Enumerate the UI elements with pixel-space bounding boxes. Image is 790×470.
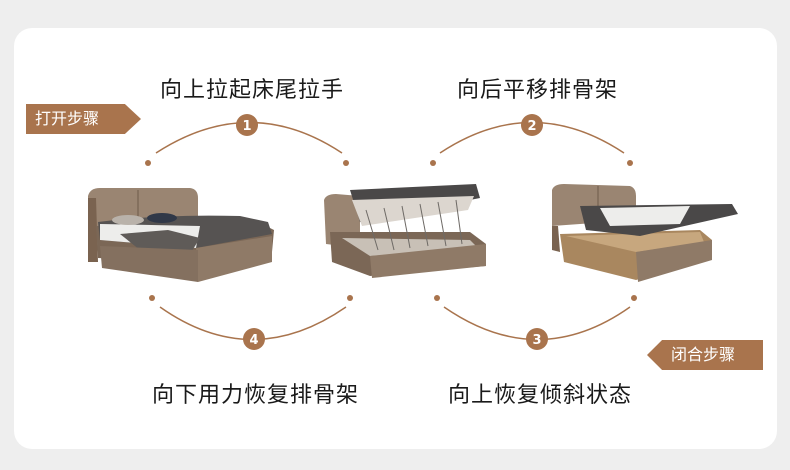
bed-slid-image (552, 184, 738, 282)
arc-dot (627, 160, 633, 166)
step-3-badge: 3 (526, 328, 548, 350)
step-4-title: 向下用力恢复排骨架 (152, 383, 360, 408)
arc-dot (434, 295, 440, 301)
step-2-title: 向后平移排骨架 (457, 78, 619, 103)
bed-closed-image (88, 188, 274, 282)
step-4-number: 4 (249, 333, 258, 348)
bed-lifted-image (324, 184, 486, 278)
close-steps-tag: 闭合步骤 (647, 340, 763, 370)
arc-dot (430, 160, 436, 166)
step-1-badge: 1 (236, 114, 258, 136)
arc-dot (631, 295, 637, 301)
close-steps-label: 闭合步骤 (671, 345, 736, 364)
arc-dot (343, 160, 349, 166)
open-steps-tag: 打开步骤 (26, 104, 141, 134)
arc-dot (149, 295, 155, 301)
step-3-title: 向上恢复倾斜状态 (448, 383, 633, 408)
arc-dot (347, 295, 353, 301)
step-3-number: 3 (532, 333, 541, 348)
step-4-badge: 4 (243, 328, 265, 350)
step-1-number: 1 (242, 119, 251, 134)
open-steps-label: 打开步骤 (35, 109, 100, 128)
step-1-title: 向上拉起床尾拉手 (160, 78, 345, 103)
arc-dot (145, 160, 151, 166)
step-2-badge: 2 (521, 114, 543, 136)
step-2-number: 2 (527, 119, 536, 134)
